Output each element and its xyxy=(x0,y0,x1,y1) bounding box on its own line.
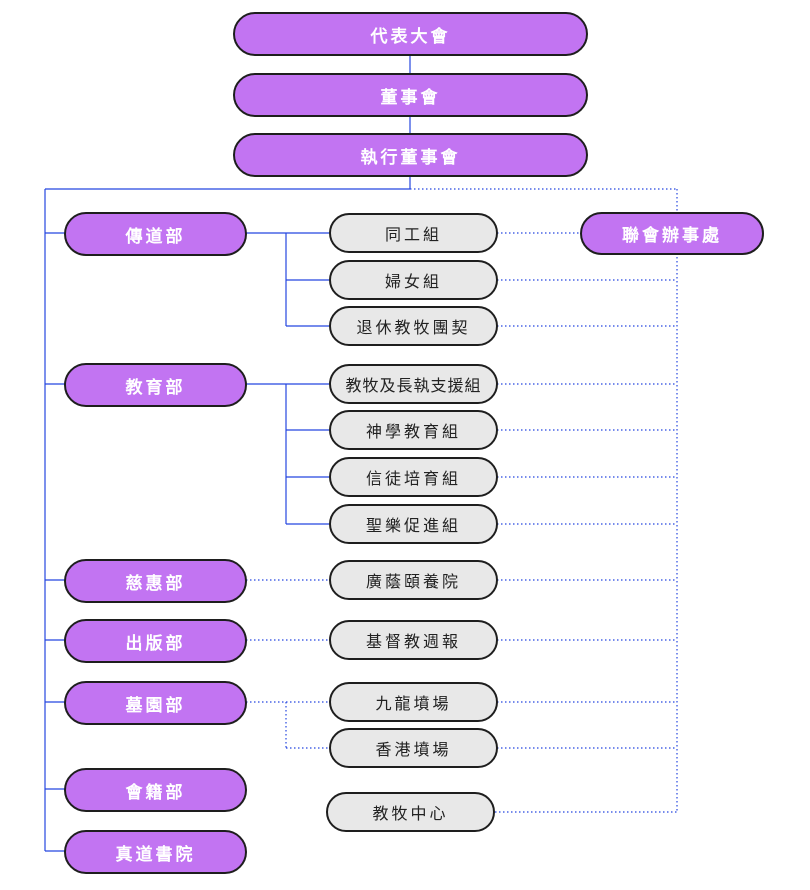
node-unit-women: 婦女組 xyxy=(329,260,498,300)
node-unit-nursing-home: 廣蔭頤養院 xyxy=(329,560,498,600)
node-executive: 執行董事會 xyxy=(233,133,588,177)
node-dept-education: 教育部 xyxy=(64,363,247,407)
node-unit-sacred-music: 聖樂促進組 xyxy=(329,504,498,544)
node-unit-theology: 神學教育組 xyxy=(329,410,498,450)
node-unit-pastoral-centre: 教牧中心 xyxy=(326,792,495,832)
node-unit-coworkers: 同工組 xyxy=(329,213,498,253)
node-dept-cemetery: 墓園部 xyxy=(64,681,247,725)
node-assembly: 代表大會 xyxy=(233,12,588,56)
node-unit-retired-pastors: 退休教牧團契 xyxy=(329,306,498,346)
node-board: 董事會 xyxy=(233,73,588,117)
node-unit-kowloon-cemetery: 九龍墳場 xyxy=(329,682,498,722)
node-dept-seminary: 真道書院 xyxy=(64,830,247,874)
node-dept-welfare: 慈惠部 xyxy=(64,559,247,603)
node-unit-pastoral-support: 教牧及長執支援組 xyxy=(329,364,498,404)
node-dept-publishing: 出版部 xyxy=(64,619,247,663)
node-dept-membership: 會籍部 xyxy=(64,768,247,812)
node-unit-discipleship: 信徒培育組 xyxy=(329,457,498,497)
node-liaison-office: 聯會辦事處 xyxy=(580,212,764,255)
node-unit-weekly: 基督教週報 xyxy=(329,620,498,660)
node-unit-hk-cemetery: 香港墳場 xyxy=(329,728,498,768)
node-dept-evangelism: 傳道部 xyxy=(64,212,247,256)
